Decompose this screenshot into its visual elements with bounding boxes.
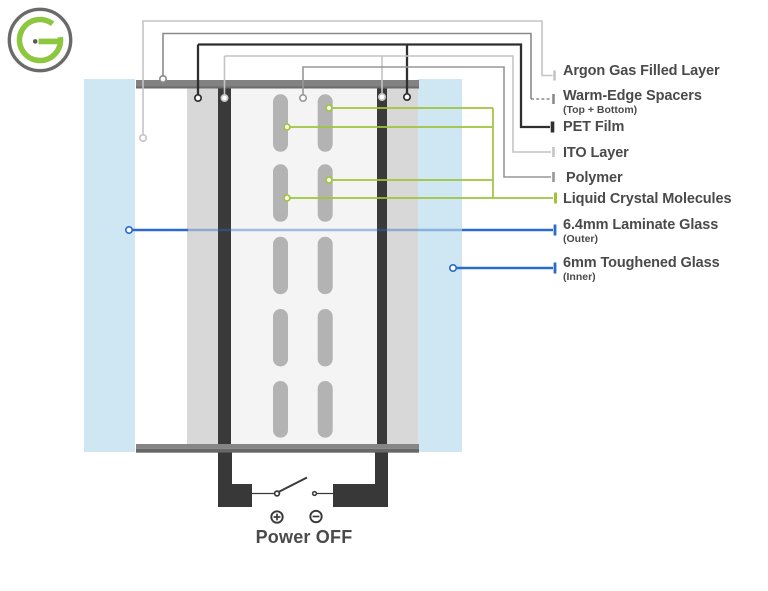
pet-film-layer-right: [387, 88, 418, 444]
label-argon-gas-layer: Argon Gas Filled Layer: [563, 63, 720, 79]
switch-hinge-dot: [273, 490, 281, 497]
top-spacer-bar: [136, 80, 419, 89]
marker-ito-left: [220, 94, 229, 103]
circled-plus-icon: [270, 510, 284, 524]
pet-film-layer-left: [187, 88, 218, 444]
leader-line-argon: [142, 20, 556, 135]
leader-line-laminate-glass: [132, 224, 557, 236]
lc-molecule: [317, 309, 333, 367]
circuit-switch-open: [252, 476, 333, 497]
label-ito-layer: ITO Layer: [563, 145, 629, 161]
top-spacer-bar-body: [136, 80, 419, 87]
label-liquid-crystal: Liquid Crystal Molecules: [563, 191, 732, 207]
lc-molecule: [317, 236, 333, 295]
label-warm-edge-spacers: Warm-Edge Spacers: [563, 88, 702, 104]
bottom-spacer-bar-edge: [136, 448, 419, 453]
ito-layer-right: [377, 88, 387, 444]
leader-path: [142, 20, 553, 135]
logo-outer-ring: [7, 7, 73, 73]
bottom-spacer-bar-body: [136, 444, 419, 449]
markers-liquid-crystal: [283, 104, 333, 202]
leader-path: [224, 55, 551, 153]
label-laminate-glass: 6.4mm Laminate Glass: [563, 217, 719, 233]
label-pet-film: PET Film: [563, 119, 625, 135]
electrode-terminal-right: [333, 452, 388, 507]
marker-toughened-glass: [448, 263, 457, 272]
leader-line-liquid-crystal: [290, 107, 557, 204]
label-laminate-sub: (Outer): [563, 233, 598, 245]
logo-g-arc: [16, 16, 64, 64]
lc-molecule: [273, 236, 288, 295]
lc-molecule: [273, 164, 288, 222]
marker-pet-right: [402, 92, 412, 102]
leader-path: [302, 66, 551, 178]
leader-line-pet: [196, 43, 555, 133]
marker-pet-left: [193, 93, 203, 103]
power-state-label: Power OFF: [255, 527, 353, 547]
marker-warm-edge: [159, 75, 168, 84]
lc-molecule: [273, 381, 288, 438]
lc-molecule: [273, 94, 288, 152]
top-spacer-bar-edge: [136, 86, 419, 89]
lc-molecule: [317, 164, 333, 222]
polarity-icons: [270, 509, 323, 524]
ito-layer-left: [218, 88, 231, 444]
label-toughened-sub: (Inner): [563, 271, 596, 283]
lc-molecule: [317, 94, 333, 152]
label-warm-edge-sub: (Top + Bottom): [563, 104, 638, 116]
outer-laminate-glass-panel: [84, 79, 135, 452]
marker-lc: [325, 104, 333, 112]
marker-ito-right: [377, 93, 386, 102]
marker-lc: [283, 194, 291, 202]
electrode-terminal-left: [218, 452, 252, 507]
switch-blade: [277, 476, 308, 494]
label-polymer: Polymer: [566, 170, 623, 186]
marker-laminate-glass: [125, 226, 134, 235]
lc-molecule: [273, 309, 288, 367]
leader-path: [198, 43, 550, 129]
polymer-layer: [231, 88, 377, 444]
label-toughened-glass: 6mm Toughened Glass: [563, 255, 720, 271]
leader-line-polymer: [302, 66, 555, 182]
leader-line-warm-edge: [162, 32, 555, 104]
glass-stack: [84, 79, 462, 452]
marker-polymer: [298, 94, 307, 103]
switch-contact-dot: [311, 490, 318, 497]
bottom-spacer-bar: [136, 444, 419, 453]
lc-molecule: [317, 381, 333, 438]
logo-g-dot: [32, 39, 38, 44]
marker-lc: [325, 176, 333, 184]
circled-minus-icon: [309, 509, 323, 524]
marker-lc: [283, 123, 291, 131]
g-ring-logo-icon: [7, 7, 73, 73]
marker-argon: [139, 134, 148, 143]
leader-line-ito: [223, 55, 555, 157]
leader-line-toughened-glass: [456, 262, 557, 274]
leader-path: [162, 32, 532, 99]
